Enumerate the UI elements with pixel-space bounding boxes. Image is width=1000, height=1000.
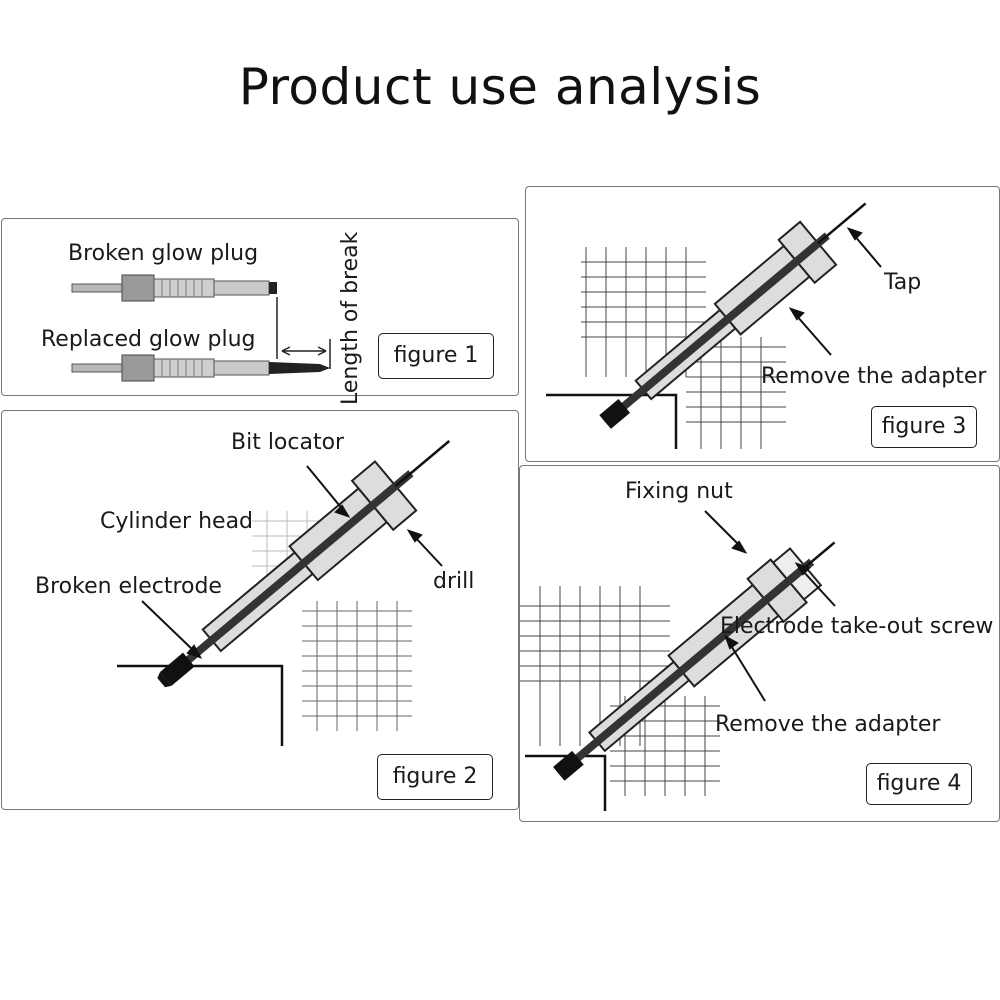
figure-3-caption: figure 3 (871, 406, 977, 448)
drill-illustration (117, 440, 451, 746)
screw-tool-assembly (553, 541, 836, 781)
figure-1-panel: Broken glow plug Replaced glow plug Leng… (1, 218, 519, 405)
bit-locator-label: Bit locator (231, 430, 345, 455)
tap-tool-assembly (599, 202, 867, 429)
replaced-glow-plug (71, 354, 330, 382)
length-of-break-label: Length of break (338, 231, 363, 405)
screw-illustration (520, 510, 836, 811)
figure-2-panel: Bit locator Cylinder head Broken electro… (1, 410, 519, 810)
leader-arrows (141, 465, 443, 659)
fixing-nut-label: Fixing nut (625, 479, 733, 504)
replaced-glow-plug-label: Replaced glow plug (41, 327, 256, 352)
broken-glow-plug (71, 274, 277, 302)
tool-assembly (157, 440, 451, 688)
tap-illustration (546, 202, 882, 449)
cylinder-head-label: Cylinder head (100, 509, 254, 534)
electrode-take-out-screw-label: Electrode take-out screw (720, 614, 994, 639)
figure-3-panel: Tap Remove the adapter figure 3 (525, 186, 1000, 462)
broken-glow-plug-label: Broken glow plug (68, 241, 259, 266)
glow-plugs-illustration (71, 274, 331, 382)
remove-adapter-label: Remove the adapter (761, 364, 987, 389)
tap-label: Tap (884, 270, 922, 295)
figure-4-panel: Fixing nut Electrode take-out screw Remo… (519, 465, 1000, 822)
drill-label: drill (433, 569, 475, 594)
length-of-break-marker (276, 297, 331, 369)
broken-electrode-label: Broken electrode (35, 574, 222, 599)
remove-adapter-label: Remove the adapter (715, 712, 941, 737)
figure-1-caption: figure 1 (378, 333, 494, 379)
figure-4-caption: figure 4 (866, 763, 972, 805)
figure-2-caption: figure 2 (377, 754, 493, 800)
page-title: Product use analysis (238, 58, 762, 116)
